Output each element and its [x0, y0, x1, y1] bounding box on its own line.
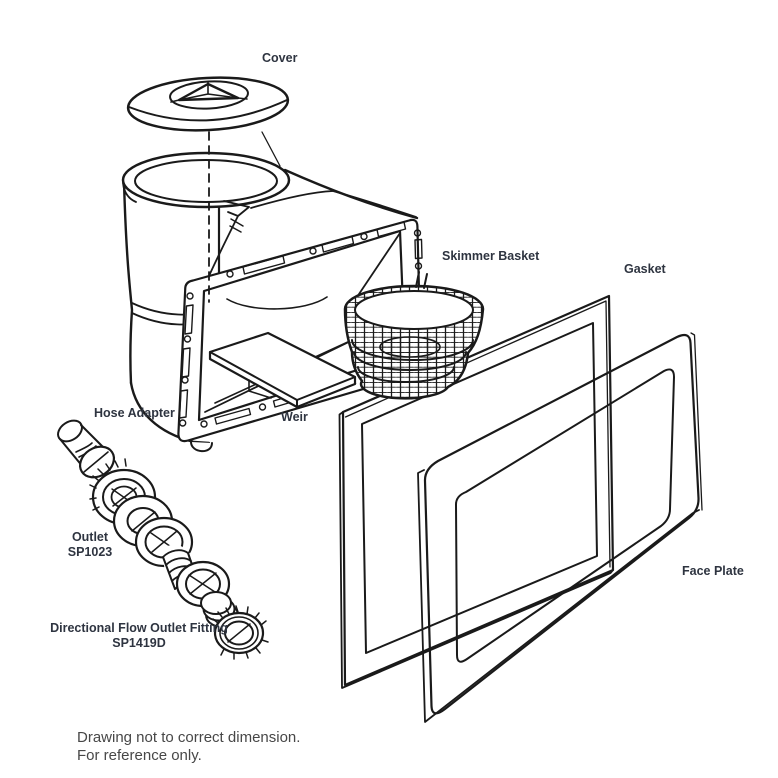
- tank-opening: [121, 151, 291, 209]
- label-face-plate: Face Plate: [682, 564, 744, 578]
- label-outlet-part-number: SP1023: [67, 545, 113, 559]
- label-hose-adapter: Hose Adapter: [94, 406, 175, 420]
- skimmer-basket-drawing: [343, 271, 485, 400]
- outlet-drawing: [89, 458, 231, 608]
- hose-adapter-drawing: [57, 419, 116, 479]
- note-line-1: Drawing not to correct dimension.: [77, 729, 301, 746]
- label-cover: Cover: [262, 51, 298, 65]
- serration-ticks: [212, 605, 269, 660]
- label-outlet-name: Outlet: [71, 530, 109, 544]
- face-plate-drawing: [417, 332, 703, 723]
- note-line-2: For reference only.: [77, 747, 202, 764]
- label-gasket: Gasket: [624, 262, 666, 276]
- label-directional-name: Directional Flow Outlet Fitting: [50, 621, 228, 635]
- weir-drawing: [208, 331, 357, 409]
- bottom-port-stub: [190, 441, 213, 453]
- label-weir: Weir: [281, 410, 308, 424]
- label-directional-part-number: SP1419D: [112, 636, 166, 650]
- serration-ticks: [89, 458, 127, 511]
- skimmer-body-drawing: [121, 151, 423, 453]
- directional-flow-outlet-fitting-drawing: [200, 591, 269, 660]
- basket-handle-clip: [415, 271, 428, 289]
- leader-line: [261, 131, 281, 167]
- reference-note: Drawing not to correct dimension. For re…: [77, 729, 300, 765]
- label-directional-flow-outlet-fitting: Directional Flow Outlet Fitting SP1419D: [16, 621, 262, 651]
- label-outlet: Outlet SP1023: [38, 530, 142, 560]
- cover-drawing: [126, 76, 290, 303]
- label-skimmer-basket: Skimmer Basket: [442, 249, 540, 263]
